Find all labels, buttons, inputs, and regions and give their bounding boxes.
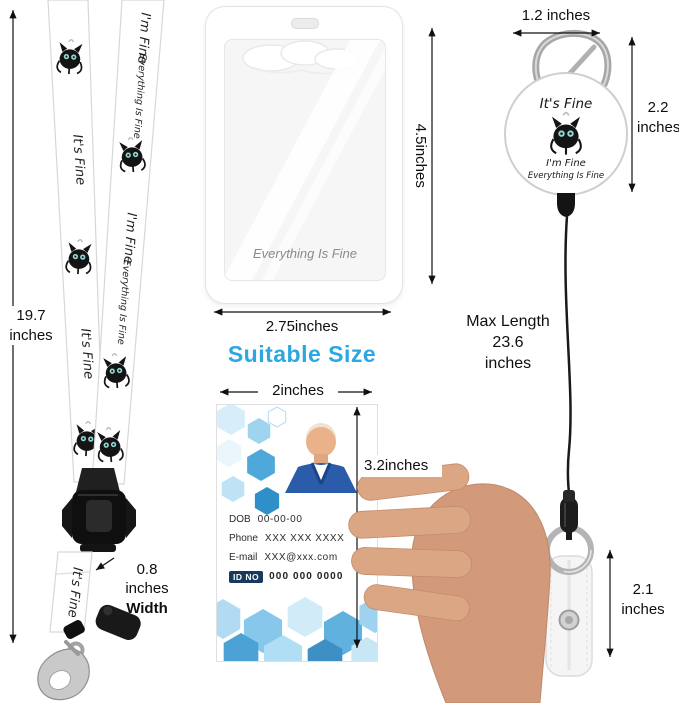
strap-adjuster (95, 604, 141, 640)
lanyard-strap-left: It's Fine It's Fine (47, 0, 105, 483)
card-height-label: 3.2inches (362, 455, 442, 477)
holder-width-label: 2.75inches (265, 318, 339, 335)
lanyard-length-label: 19.7 inches (2, 306, 60, 345)
strap-text: I'm Fine (134, 12, 153, 64)
strap-text: I'm Fine (120, 212, 139, 264)
card-row-idno: ID NO 000 000 0000 (229, 570, 375, 583)
badge-reel-face: It's Fine I'm Fine Everything Is Fine (504, 72, 628, 217)
lanyard-width-label: 0.8 inches Width (112, 540, 182, 638)
strap-loop-length-label: 2.1 inches (621, 581, 665, 618)
reel-height-label: 2.2 inches (637, 99, 679, 136)
avatar-photo (285, 423, 357, 493)
badge-reel-illustration: It's Fine I'm Fine Everything Is Fine (504, 30, 628, 677)
email-label: E-mail (229, 552, 258, 563)
max-length-label: Max Length 23.6 inches (466, 313, 550, 372)
fingers (348, 463, 472, 622)
holder-thumb-slot (291, 18, 319, 29)
phone-value: XXX XXX XXXX (264, 533, 345, 544)
lanyard-strap-right: I'm Fine Everything Is Fine I'm Fine Eve… (91, 0, 165, 485)
card-artwork (217, 405, 377, 661)
reel-text-top: It's Fine (540, 96, 593, 112)
reel-text-mid: I'm Fine (546, 158, 586, 169)
card-row-phone: Phone XXX XXX XXXX (229, 532, 375, 545)
lanyard-width-caption: Width (126, 599, 168, 617)
holder-window: Everything Is Fine (224, 39, 386, 281)
strap-text: It's Fine (77, 328, 96, 380)
idno-chip: ID NO (229, 570, 264, 583)
strap-text: It's Fine (64, 566, 84, 618)
email-value: XXX@xxx.com (264, 552, 338, 563)
dim-arrow-lanyard-width (95, 557, 115, 571)
suitable-size-title: Suitable Size (227, 341, 377, 367)
holder-insert-text: Everything Is Fine (252, 246, 358, 261)
card-info-rows: DOB 00-00-00 Phone XXX XXX XXXX E-mail X… (229, 513, 375, 589)
badge-holder-illustration: Everything Is Fine (205, 6, 403, 304)
card-row-email: E-mail XXX@xxx.com (229, 551, 375, 564)
lobster-clasp (37, 620, 90, 701)
buckle (62, 468, 136, 552)
reel-width-label: 1.2 inches (521, 7, 591, 24)
reel-text-bottom: Everything Is Fine (528, 171, 604, 181)
lanyard-strap-bottom: It's Fine (49, 551, 93, 633)
card-width-label: 2inches (258, 381, 338, 401)
holder-height-label: 4.5inches (411, 123, 429, 188)
hand-illustration (348, 463, 551, 703)
idno-value: 000 000 0000 (269, 571, 344, 582)
reel-strap-assembly (544, 490, 594, 677)
lanyard-width-value: 0.8 inches (125, 560, 169, 598)
lanyard-illustration: It's Fine It's Fine I'm Fine Everything … (37, 0, 165, 701)
phone-label: Phone (229, 533, 258, 544)
strap-text: It's Fine (69, 134, 88, 186)
dob-label: DOB (229, 514, 251, 525)
card-row-dob: DOB 00-00-00 (229, 513, 375, 526)
dob-value: 00-00-00 (257, 514, 303, 525)
